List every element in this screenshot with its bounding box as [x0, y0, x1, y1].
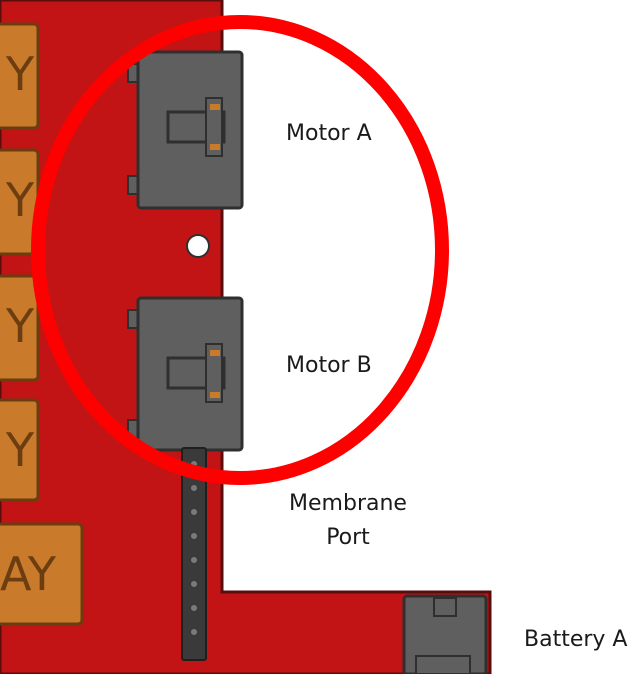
pcb-board [0, 0, 492, 674]
battery-a-connector-icon [402, 594, 488, 674]
relay-label-2: Y [5, 173, 35, 227]
highlight-ring [31, 15, 449, 485]
membrane-port-label-line1: Membrane [289, 491, 407, 516]
motor-b-connector-icon [127, 296, 244, 452]
battery-a-label: Battery A [524, 627, 627, 652]
relay-label-1: Y [5, 47, 35, 101]
relay-component-5: AY [0, 522, 84, 626]
relay-component-4: Y [0, 398, 40, 502]
motor-a-connector-icon [127, 50, 244, 210]
relay-label-5: AY [0, 547, 57, 601]
relay-label-4: Y [5, 423, 35, 477]
membrane-header-icon [181, 447, 207, 661]
relay-component-3: Y [0, 274, 40, 382]
motor-b-label: Motor B [286, 353, 372, 378]
relay-component-1: Y [0, 22, 40, 130]
motor-a-label: Motor A [286, 121, 372, 146]
relay-label-3: Y [5, 299, 35, 353]
mounting-hole-icon [186, 234, 210, 258]
membrane-port-label-line2: Port [326, 525, 370, 550]
